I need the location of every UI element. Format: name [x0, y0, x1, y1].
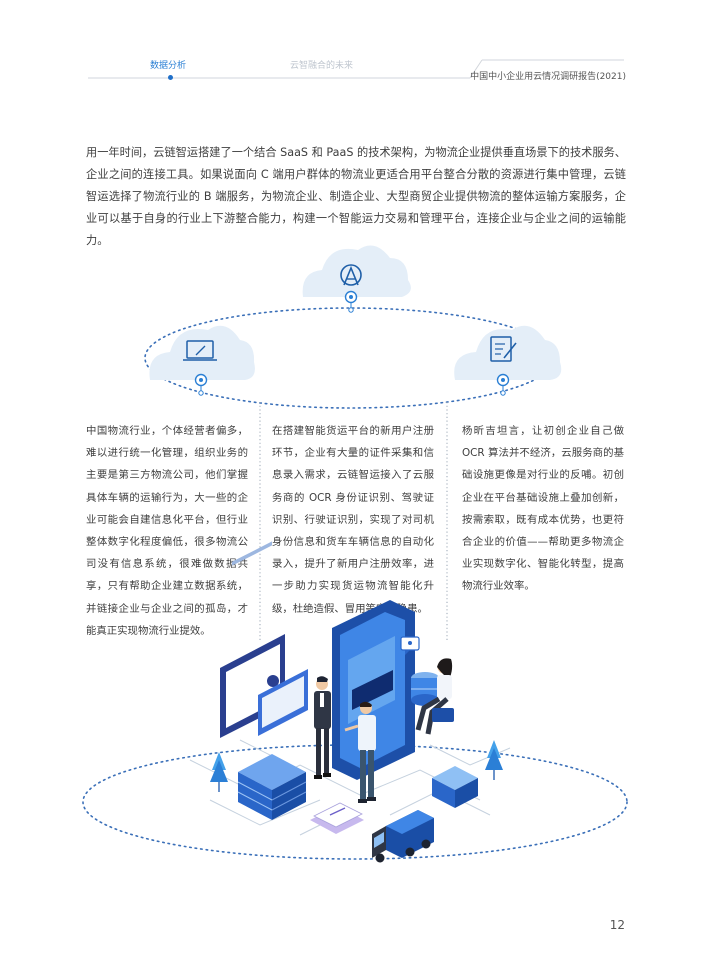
server-stack-right	[432, 766, 478, 808]
column-logistics-industry: 中国物流行业，个体经营者偏多，难以进行统一化管理，组织业务的主要是第三方物流公司…	[86, 425, 248, 637]
right-node-pin	[496, 373, 510, 396]
tab-cloud-future[interactable]: 云智融合的未来	[290, 61, 354, 71]
window-panel-left-2	[258, 669, 308, 736]
central-phone-device	[332, 600, 415, 780]
tree-right-icon	[485, 740, 503, 780]
woman-figure	[415, 658, 454, 735]
businessman-figure	[314, 676, 331, 779]
top-cloud-icon	[302, 245, 411, 297]
chat-bubble-icon	[400, 636, 420, 655]
column-startup-value: 杨昕吉坦言，让初创企业自己做 OCR 算法并不经济，云服务商的基础设施更像是对行…	[462, 425, 624, 593]
report-title: 中国中小企业用云情况调研报告(2021)	[470, 72, 626, 82]
truck-icon	[372, 810, 434, 863]
document-stack-icon	[310, 802, 364, 834]
tree-left-icon	[210, 752, 228, 792]
intro-paragraph: 用一年时间，云链智运搭建了一个结合 SaaS 和 PaaS 的技术架构，为物流企…	[86, 146, 626, 247]
engineer-figure	[344, 701, 376, 803]
left-node-pin	[194, 373, 208, 396]
server-stack-left	[237, 754, 307, 820]
top-node-pin	[344, 290, 358, 313]
header-rule	[88, 59, 624, 79]
right-cloud-icon	[454, 325, 562, 380]
page-number: 12	[609, 918, 625, 932]
active-tab-indicator	[168, 75, 173, 80]
left-cloud-icon	[149, 325, 255, 380]
tab-data-analysis[interactable]: 数据分析	[150, 61, 187, 71]
